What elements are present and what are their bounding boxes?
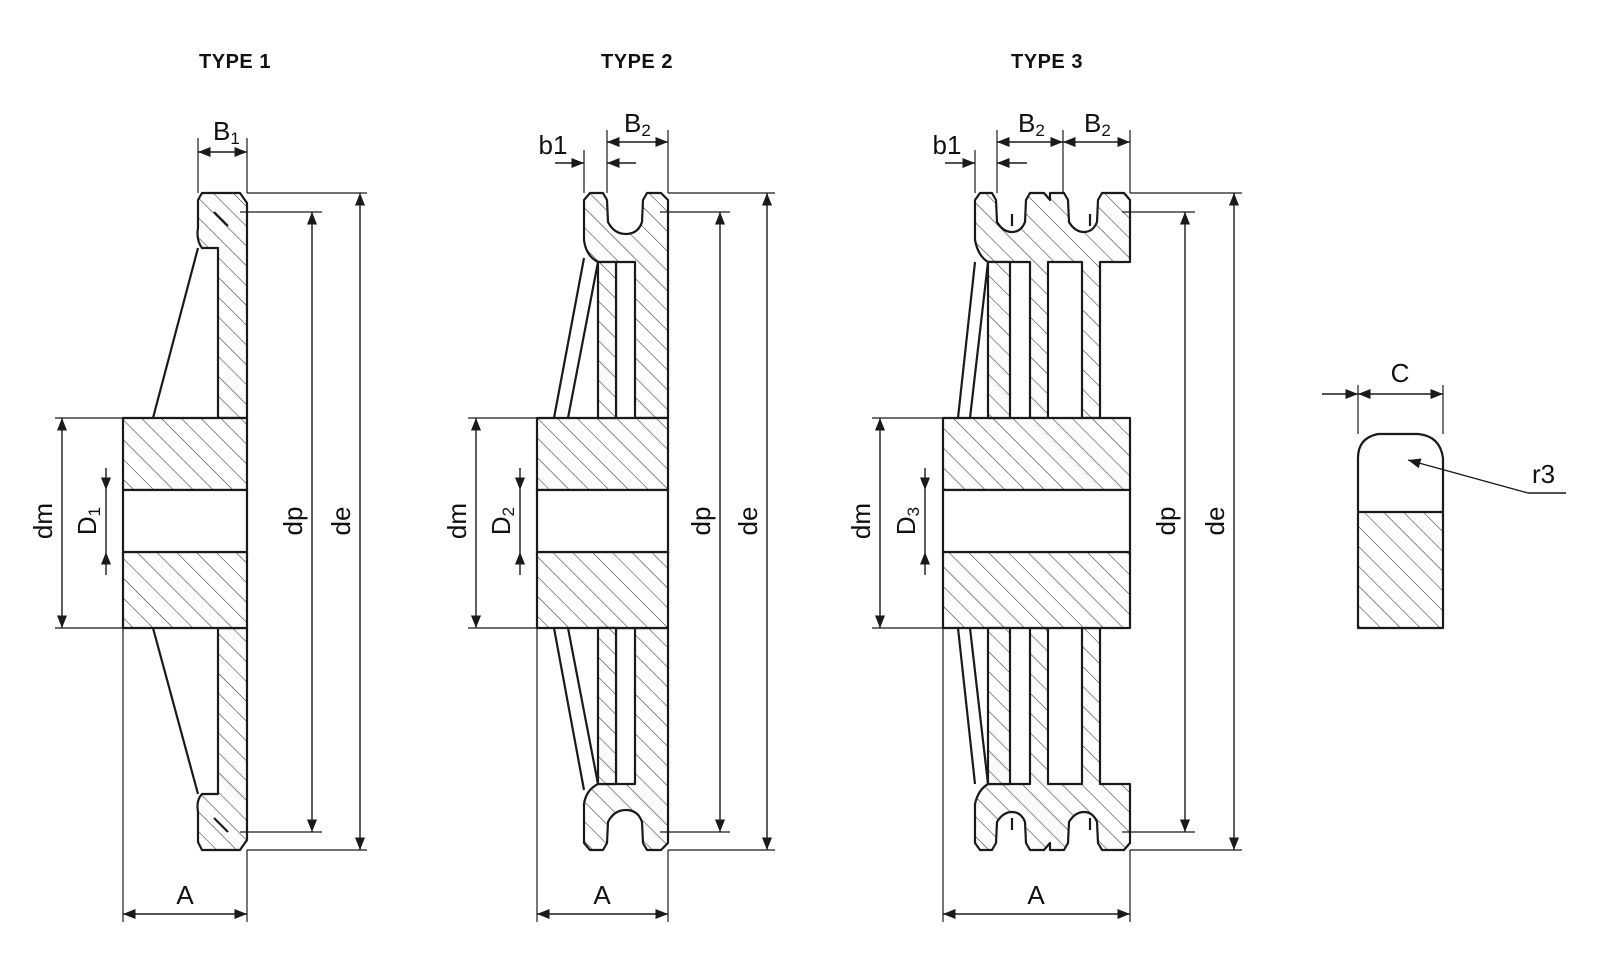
- detail-rounded-top: [1356, 432, 1445, 512]
- type2-bore: [535, 488, 670, 554]
- rim-detail: C r3: [1322, 358, 1566, 630]
- type1-rim: [196, 191, 249, 420]
- type2-hub-top: [535, 416, 670, 492]
- type1-rim-bottom: [196, 626, 249, 852]
- type2-b1-label: b1: [539, 130, 568, 160]
- type3-rim-top: [973, 191, 1132, 420]
- type3-A-label: A: [1027, 880, 1045, 910]
- type1-section: TYPE 1 B1 dm D1 dp: [28, 51, 367, 922]
- type3-b1-label: b1: [933, 130, 962, 160]
- type1-hub-top: [121, 416, 249, 492]
- type2-title: TYPE 2: [601, 51, 673, 73]
- type2-rim-bottom: [582, 626, 670, 852]
- type3-dp-label: dp: [1151, 507, 1181, 536]
- type1-dp-label: dp: [278, 507, 308, 536]
- type2-hub-bottom: [535, 550, 670, 630]
- type1-web-taper-top: [151, 247, 200, 419]
- type3-bore: [941, 488, 1132, 554]
- type1-bore: [121, 488, 249, 554]
- type1-dm-label: dm: [28, 503, 58, 539]
- type3-B-left-label: B2: [1018, 108, 1045, 140]
- type2-A-label: A: [593, 880, 611, 910]
- type1-hub-bottom: [121, 550, 249, 630]
- type3-hub-bottom: [941, 550, 1132, 630]
- type3-rim-bottom: [973, 626, 1132, 852]
- type3-D-label: D3: [891, 507, 923, 535]
- type1-title: TYPE 1: [199, 51, 271, 73]
- type3-de-label: de: [1200, 507, 1230, 536]
- type2-dp-label: dp: [686, 507, 716, 536]
- type1-D-label: D1: [72, 507, 104, 535]
- type1-de-label: de: [326, 507, 356, 536]
- type1-A-label: A: [176, 880, 194, 910]
- detail-C-label: C: [1391, 358, 1410, 388]
- type3-B-right-label: B2: [1084, 108, 1111, 140]
- type2-de-label: de: [733, 507, 763, 536]
- detail-hatched-body: [1356, 510, 1445, 630]
- type2-rim-top: [582, 191, 670, 420]
- detail-r-label: r3: [1532, 459, 1555, 489]
- type1-web-taper-bottom: [151, 627, 200, 795]
- type3-title: TYPE 3: [1011, 51, 1083, 73]
- type3-hub-top: [941, 416, 1132, 492]
- type3-section: TYPE 3 b1 B2 B2: [846, 51, 1242, 922]
- type2-B-label: B2: [624, 108, 651, 140]
- type3-dm-label: dm: [846, 503, 876, 539]
- type2-D-label: D2: [486, 507, 518, 535]
- type1-B-label: B1: [213, 116, 240, 148]
- type2-dm-label: dm: [442, 503, 472, 539]
- type2-section: TYPE 2 b1 B2 dm D2: [442, 51, 775, 922]
